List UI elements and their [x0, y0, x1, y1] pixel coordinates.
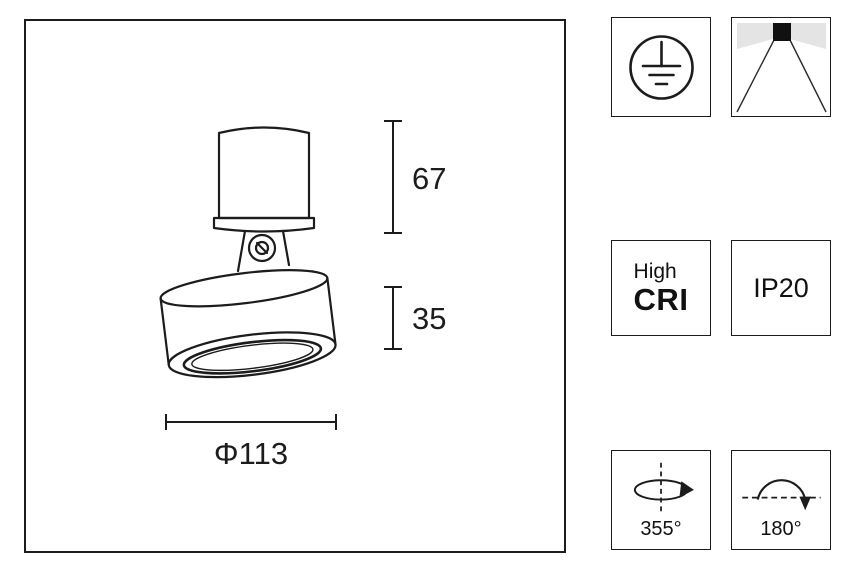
ip-rating-label: IP20	[753, 272, 809, 303]
rotation-badge-content: 355°	[613, 451, 710, 549]
head-lens-edge	[191, 342, 314, 372]
fixture-outline	[159, 126, 337, 379]
fixture-square	[772, 22, 791, 41]
tilt-badge-content: 180°	[733, 451, 830, 549]
beam-line-left	[735, 39, 775, 112]
stem-cylinder	[217, 126, 311, 220]
rotation-arrowhead	[678, 481, 694, 498]
dim-label-stem-height: 67	[412, 161, 446, 196]
head-top-face	[159, 269, 329, 308]
head-side-right	[326, 276, 337, 346]
cri-bottom-label: CRI	[633, 281, 689, 317]
tilt-180-icon	[741, 479, 821, 511]
tilt-arrowhead	[798, 496, 811, 511]
spotlight-line-drawing: 67 35 Φ113	[159, 120, 446, 471]
tilt-angle-label: 180°	[760, 518, 802, 540]
head-trim-inner	[182, 338, 323, 375]
dim-label-diameter: Φ113	[214, 436, 288, 471]
rotation-355-icon	[633, 462, 694, 516]
protective-earth-icon	[628, 34, 694, 100]
ceiling-wedge-left	[736, 22, 773, 49]
dimension-drawing-panel: 67 35 Φ113	[24, 19, 566, 553]
badge-rotation-355: 355°	[611, 450, 711, 550]
badge-high-cri: High CRI	[611, 240, 711, 336]
stem-flange	[212, 216, 316, 233]
ceiling-wedge-right	[789, 22, 826, 49]
direct-beam-downlight-icon	[735, 22, 827, 112]
head-trim-outer	[167, 331, 337, 379]
yoke-arm-left	[236, 229, 247, 273]
light-head	[159, 269, 337, 379]
badge-class-i-earth	[611, 17, 711, 117]
head-side-left	[159, 297, 170, 367]
hinge-knob-outer	[247, 233, 277, 263]
badge-beam-distribution	[731, 17, 831, 117]
yoke-arm-right	[281, 229, 291, 267]
high-cri-text: High CRI	[634, 260, 689, 317]
dim-label-head-height: 35	[412, 301, 446, 336]
hinge-screw-slot	[255, 241, 269, 255]
cri-top-label: High	[633, 259, 677, 283]
badge-tilt-180: 180°	[731, 450, 831, 550]
rotation-angle-label: 355°	[640, 518, 682, 540]
hinge-knob-inner	[254, 240, 270, 256]
dimension-lines	[165, 120, 402, 430]
beam-line-right	[788, 39, 827, 112]
badge-ip-rating: IP20	[731, 240, 831, 336]
